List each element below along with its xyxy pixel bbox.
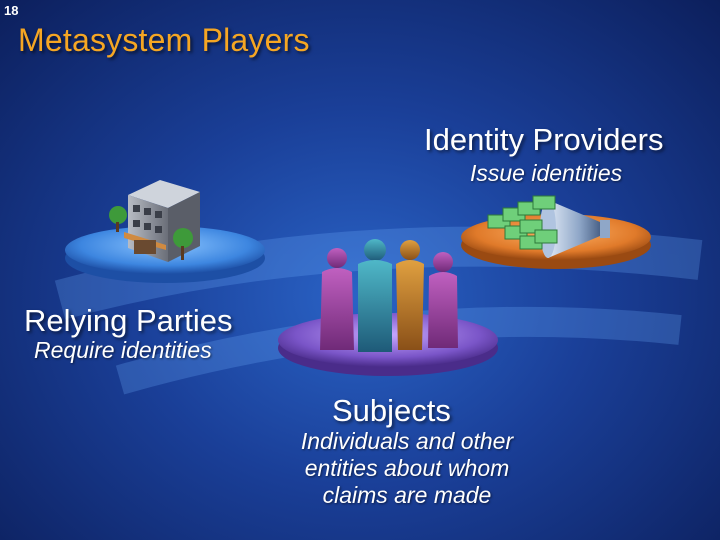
subjects-title: Subjects bbox=[332, 393, 451, 428]
slide-title: Metasystem Players bbox=[18, 22, 310, 58]
building-icon bbox=[124, 180, 200, 262]
slide-number: 18 bbox=[4, 3, 19, 18]
identity-providers-title: Identity Providers bbox=[424, 122, 664, 157]
identity-providers-description: Issue identities bbox=[470, 160, 623, 186]
card-stack-icon bbox=[487, 195, 558, 250]
relying-parties-title: Relying Parties bbox=[24, 303, 233, 338]
tree-icon bbox=[109, 206, 193, 260]
subjects-description: Individuals and other entities about who… bbox=[300, 428, 514, 508]
people-icon bbox=[320, 239, 458, 352]
relying-parties-description: Require identities bbox=[34, 337, 212, 363]
